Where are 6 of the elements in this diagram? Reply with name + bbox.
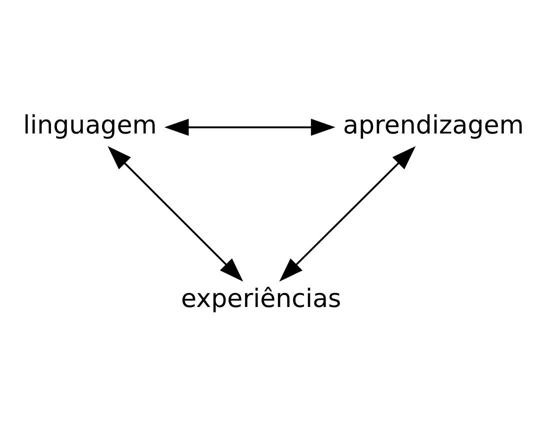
arrow	[279, 146, 416, 282]
node-text: linguagem	[23, 110, 157, 140]
node-text: experiências	[181, 284, 342, 313]
node-text: aprendizagem	[343, 110, 524, 140]
arrow	[164, 118, 336, 136]
arrow	[108, 146, 244, 282]
